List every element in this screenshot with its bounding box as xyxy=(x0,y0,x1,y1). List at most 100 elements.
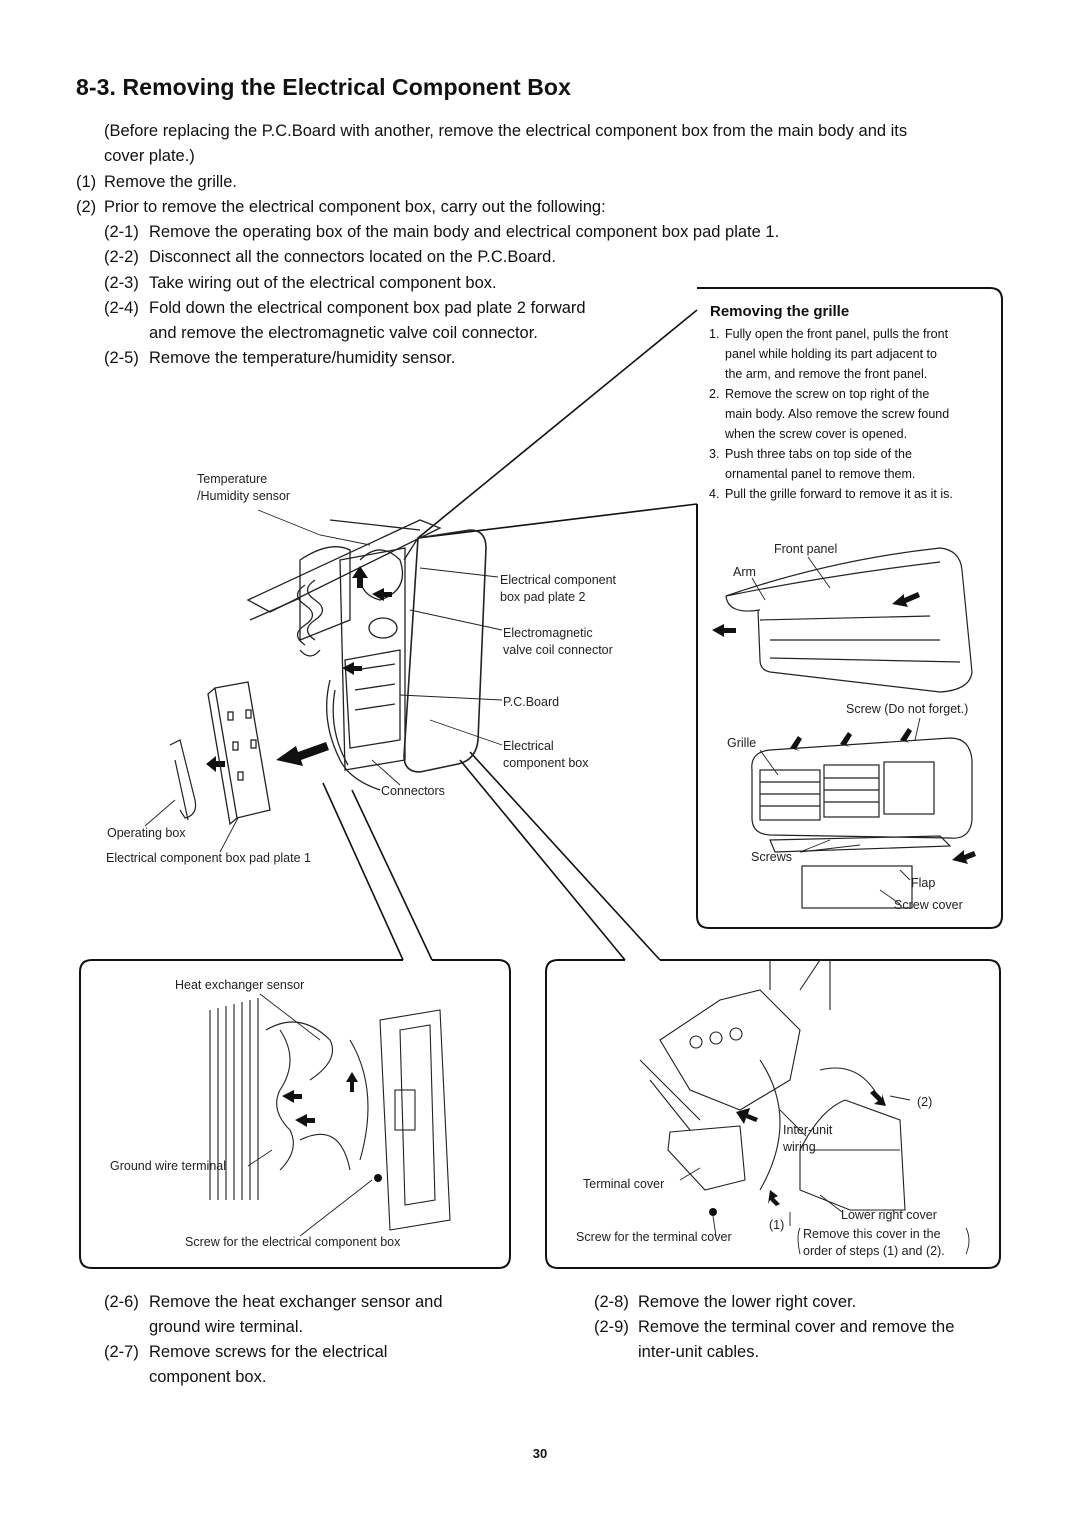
step-2-7-text-1: Remove screws for the electrical xyxy=(149,1343,388,1361)
terminal-arrows xyxy=(709,1090,886,1216)
grille-step-3-line-1: 3.Push three tabs on top side of the xyxy=(709,444,912,464)
lower-right-leader-lines xyxy=(679,1095,970,1255)
step-2-3-number: (2-3) xyxy=(104,274,139,292)
grille-step-2-number: 2. xyxy=(709,387,720,401)
step-2-2-text: Disconnect all the connectors located on… xyxy=(149,248,556,266)
label-electromagnetic-1: Electromagnetic xyxy=(503,626,593,640)
label-operating-box: Operating box xyxy=(107,826,186,840)
step-2-number: (2) xyxy=(76,198,97,216)
label-remove-cover-2: order of steps (1) and (2). xyxy=(803,1244,945,1258)
grille-unit-drawing xyxy=(751,737,973,909)
grille-arrows xyxy=(712,592,976,864)
step-2-4-text-1: Fold down the electrical component box p… xyxy=(149,299,586,317)
grille-step-1-line-1: 1.Fully open the front panel, pulls the … xyxy=(709,324,948,344)
main-arrows xyxy=(206,566,392,772)
step-1-text: Remove the grille. xyxy=(104,173,237,191)
step-2-6-text-1: Remove the heat exchanger sensor and xyxy=(149,1293,443,1311)
grille-step-2-line-1: 2.Remove the screw on top right of the xyxy=(709,384,929,404)
label-screw-cover: Screw cover xyxy=(894,898,963,912)
step-2-8-number: (2-8) xyxy=(594,1293,629,1311)
grille-step-3-line-2: ornamental panel to remove them. xyxy=(725,467,916,481)
step-2-6-number: (2-6) xyxy=(104,1293,139,1311)
label-screw-electrical-component-box: Screw for the electrical component box xyxy=(185,1235,401,1249)
step-2-1-text: Remove the operating box of the main bod… xyxy=(149,223,780,241)
label-electrical-component-box-2: component box xyxy=(503,756,589,770)
grille-leader-lines xyxy=(751,556,921,905)
page-title: 8-3. Removing the Electrical Component B… xyxy=(76,74,571,100)
front-panel-drawing xyxy=(725,547,973,693)
terminal-area-drawing xyxy=(639,959,906,1211)
label-electromagnetic-2: valve coil connector xyxy=(503,643,613,657)
label-screws: Screws xyxy=(751,850,792,864)
grille-step-3-number: 3. xyxy=(709,447,720,461)
grille-step-4-number: 4. xyxy=(709,487,720,501)
grille-step-1-number: 1. xyxy=(709,327,720,341)
step-2-9-number: (2-9) xyxy=(594,1318,629,1336)
page-number: 30 xyxy=(532,1446,548,1461)
label-pad-plate-2-1: Electrical component xyxy=(500,573,617,587)
step-2-1-number: (2-1) xyxy=(104,223,139,241)
label-electrical-component-box-1: Electrical xyxy=(503,739,554,753)
zoom-line-ll-2 xyxy=(351,789,433,961)
label-temp-sensor-2: /Humidity sensor xyxy=(197,489,291,503)
label-pc-board: P.C.Board xyxy=(503,695,560,709)
zoom-line-lr-1 xyxy=(459,759,626,961)
step-1-number: (1) xyxy=(76,173,97,191)
label-arm: Arm xyxy=(733,565,756,579)
step-2-7-number: (2-7) xyxy=(104,1343,139,1361)
label-connectors: Connectors xyxy=(381,784,445,798)
lower-left-panel-frame xyxy=(79,959,511,1269)
lower-right-panel-frame xyxy=(545,959,1001,1269)
step-2-7-text-2: component box. xyxy=(149,1368,267,1386)
step-2-9-text-2: inter-unit cables. xyxy=(638,1343,760,1361)
grille-panel-title: Removing the grille xyxy=(710,303,850,320)
grille-step-2-line-3: when the screw cover is opened. xyxy=(725,427,908,441)
label-remove-cover-1: Remove this cover in the xyxy=(803,1227,941,1241)
step-2-text: Prior to remove the electrical component… xyxy=(104,198,606,216)
lower-left-leader-lines xyxy=(247,993,373,1237)
main-leader-lines xyxy=(144,509,503,853)
grille-panel-frame xyxy=(696,287,1003,929)
label-inter-unit-2: wiring xyxy=(783,1140,816,1154)
zoom-line-lr-2 xyxy=(469,751,661,961)
label-ground-wire-terminal: Ground wire terminal xyxy=(110,1159,227,1173)
label-pad-plate-1: Electrical component box pad plate 1 xyxy=(106,851,311,865)
label-screw-terminal-cover: Screw for the terminal cover xyxy=(576,1230,732,1244)
step-2-6-text-2: ground wire terminal. xyxy=(149,1318,304,1336)
label-temp-sensor-1: Temperature xyxy=(197,472,268,486)
label-step-2: (2) xyxy=(917,1095,933,1109)
step-2-4-number: (2-4) xyxy=(104,299,139,317)
intro-line-1: (Before replacing the P.C.Board with ano… xyxy=(104,122,908,140)
label-terminal-cover: Terminal cover xyxy=(583,1177,665,1191)
label-step-1: (1) xyxy=(769,1218,785,1232)
label-heat-exchanger-sensor: Heat exchanger sensor xyxy=(175,978,305,992)
zoom-line-ll-1 xyxy=(322,782,404,961)
heat-exchanger-drawing xyxy=(209,998,451,1231)
heat-exchanger-arrows xyxy=(282,1072,382,1182)
grille-step-2-line-2: main body. Also remove the screw found xyxy=(725,407,950,421)
label-screw-do-not-forget: Screw (Do not forget.) xyxy=(846,702,969,716)
step-2-5-number: (2-5) xyxy=(104,349,139,367)
label-pad-plate-2-2: box pad plate 2 xyxy=(500,590,586,604)
intro-line-2: cover plate.) xyxy=(104,147,195,165)
step-2-2-number: (2-2) xyxy=(104,248,139,266)
step-2-5-text: Remove the temperature/humidity sensor. xyxy=(149,349,456,367)
grille-step-4-line-1: 4.Pull the grille forward to remove it a… xyxy=(709,484,953,504)
step-2-9-text-1: Remove the terminal cover and remove the xyxy=(638,1318,955,1336)
step-2-3-text: Take wiring out of the electrical compon… xyxy=(149,274,497,292)
operating-box-drawing xyxy=(169,739,197,821)
step-2-4-text-2: and remove the electromagnetic valve coi… xyxy=(149,324,538,342)
zoom-line-upper xyxy=(417,309,698,539)
step-2-8-text: Remove the lower right cover. xyxy=(638,1293,857,1311)
pad-plate-1-drawing xyxy=(207,681,271,826)
main-unit-drawing xyxy=(246,519,487,791)
label-inter-unit-1: Inter-unit xyxy=(783,1123,833,1137)
label-grille: Grille xyxy=(727,736,757,750)
label-lower-right-cover: Lower right cover xyxy=(841,1208,937,1222)
label-front-panel: Front panel xyxy=(774,542,838,556)
zoom-line-lower xyxy=(417,503,698,539)
grille-step-1-line-3: the arm, and remove the front panel. xyxy=(725,367,928,381)
label-flap: Flap xyxy=(911,876,936,890)
grille-step-1-line-2: panel while holding its part adjacent to xyxy=(725,347,937,361)
